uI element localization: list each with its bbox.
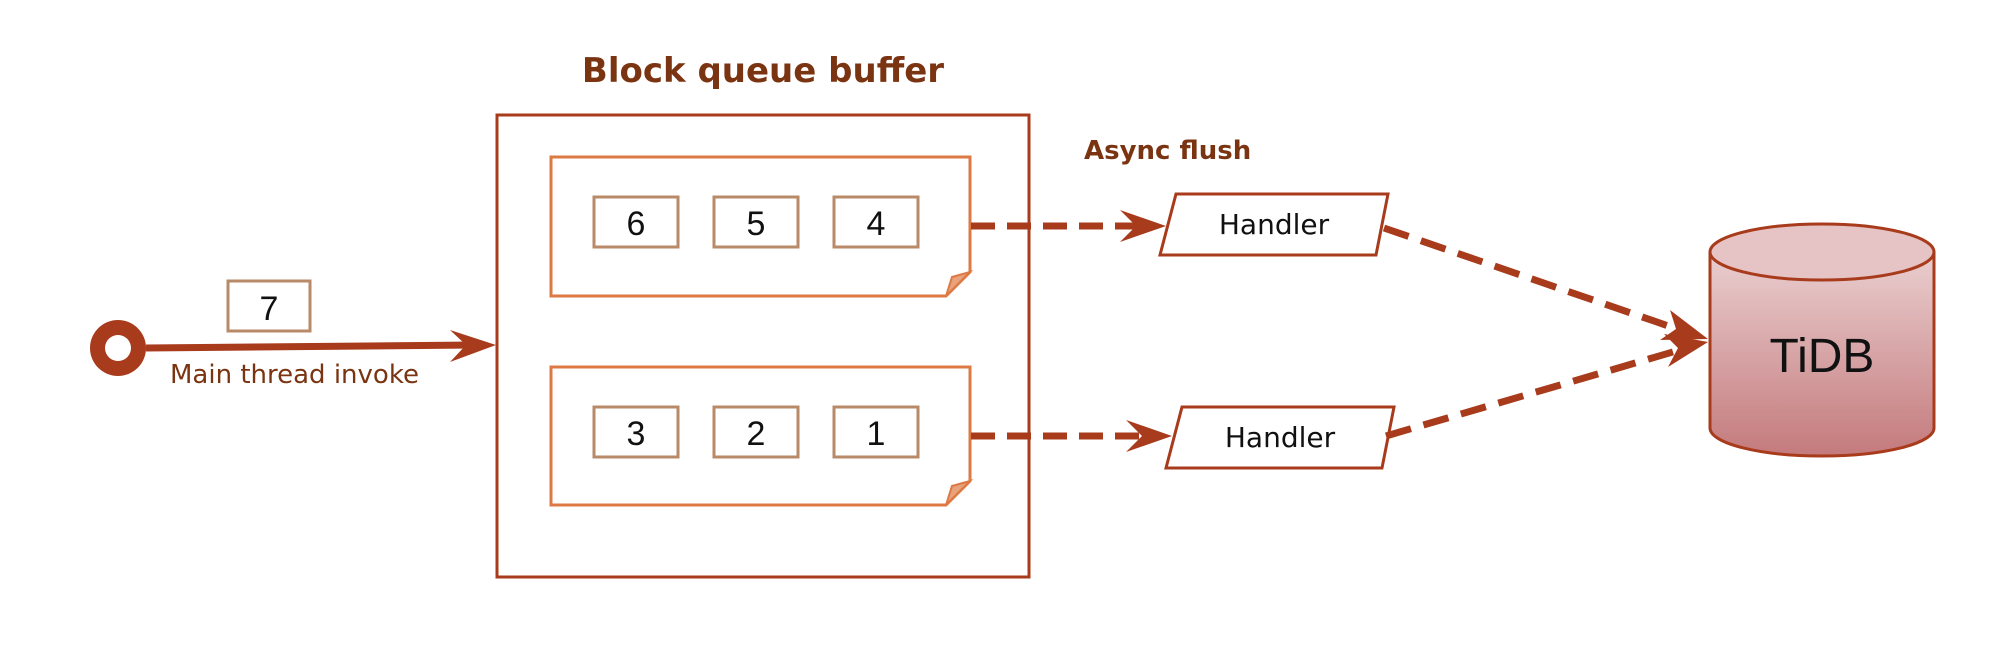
flush-arrow-top (971, 210, 1166, 242)
queue-block: 5 (712, 195, 800, 249)
handler-top: Handler (1158, 192, 1390, 257)
queue-bottom: 3 2 1 (549, 365, 974, 507)
queue-block-label: 1 (867, 415, 886, 453)
queue-block: 3 (592, 405, 680, 459)
queue-block-label: 4 (867, 205, 886, 243)
queue-block-label: 5 (747, 205, 766, 243)
incoming-block: 7 (226, 279, 312, 333)
queue-block: 4 (832, 195, 920, 249)
queue-block: 6 (592, 195, 680, 249)
queue-top: 6 5 4 (549, 155, 974, 298)
database-label: TiDB (1770, 330, 1875, 383)
main-thread-invoke-label: Main thread invoke (170, 360, 419, 390)
handler-bottom: Handler (1164, 405, 1396, 470)
tidb-database: TiDB (1708, 222, 1936, 458)
handler-label: Handler (1225, 421, 1336, 454)
flush-arrow-bottom (971, 420, 1172, 452)
queue-block: 2 (712, 405, 800, 459)
main-thread-arrow (145, 330, 496, 362)
async-flush-label: Async flush (1084, 136, 1251, 166)
write-arrow-bottom (1385, 334, 1708, 440)
queue-block: 1 (832, 405, 920, 459)
diagram-title: Block queue buffer (582, 51, 944, 91)
queue-block-label: 2 (747, 415, 766, 453)
main-thread-start-node (90, 320, 146, 376)
write-arrow-top (1382, 224, 1708, 340)
queue-block-label: 3 (627, 415, 646, 453)
handler-label: Handler (1219, 208, 1330, 241)
queue-block-label: 6 (627, 205, 646, 243)
incoming-block-label: 7 (260, 290, 279, 328)
